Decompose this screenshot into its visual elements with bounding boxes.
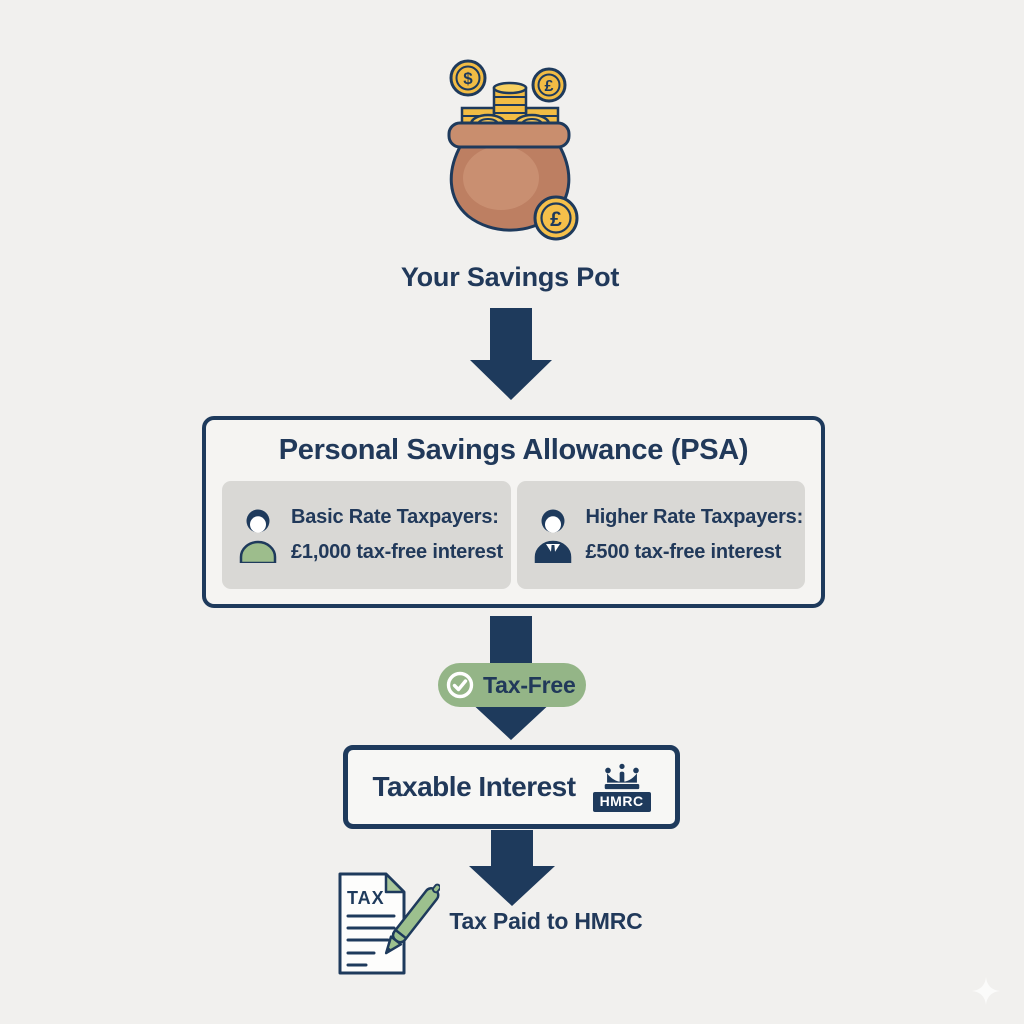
psa-box: Personal Savings Allowance (PSA) Basic R… bbox=[202, 416, 825, 608]
svg-text:£: £ bbox=[550, 208, 562, 231]
pound-coin-bottom-icon: £ bbox=[533, 195, 579, 241]
higher-rate-taxpayer-icon bbox=[534, 509, 571, 563]
check-circle-icon bbox=[446, 671, 474, 699]
basic-rate-taxpayer-icon bbox=[239, 509, 277, 563]
higher-rate-line1: Higher Rate Taxpayers: bbox=[585, 506, 804, 528]
higher-rate-line2: £500 tax-free interest bbox=[585, 541, 782, 563]
psa-title: Personal Savings Allowance (PSA) bbox=[278, 434, 749, 466]
hmrc-logo: HMRC bbox=[592, 763, 651, 812]
hmrc-label: HMRC bbox=[592, 791, 651, 812]
hmrc-crown-icon bbox=[604, 763, 639, 789]
pound-coin-top-icon: £ bbox=[531, 67, 567, 103]
arrow-down-3-icon bbox=[469, 830, 555, 906]
taxable-interest-box: Taxable Interest HMRC bbox=[343, 745, 680, 829]
higher-rate-card: Higher Rate Taxpayers: £500 tax-free int… bbox=[516, 481, 805, 589]
tax-free-badge: Tax-Free bbox=[438, 663, 586, 707]
basic-rate-line2: £1,000 tax-free interest bbox=[291, 541, 503, 563]
svg-text:$: $ bbox=[463, 69, 473, 88]
tax-document-pen-icon: TAX bbox=[338, 872, 440, 975]
dollar-coin-icon: $ bbox=[449, 59, 487, 97]
arrow-down-1-icon bbox=[470, 308, 552, 400]
taxable-interest-title: Taxable Interest bbox=[372, 771, 576, 802]
tax-document-label: TAX bbox=[347, 888, 385, 908]
basic-rate-text: Basic Rate Taxpayers: £1,000 tax-free in… bbox=[291, 500, 503, 570]
savings-pot-icon: $ £ £ bbox=[447, 59, 579, 241]
tax-free-label: Tax-Free bbox=[483, 671, 576, 698]
document-lines bbox=[346, 914, 396, 967]
basic-rate-card: Basic Rate Taxpayers: £1,000 tax-free in… bbox=[222, 481, 511, 589]
tax-paid-label: Tax Paid to HMRC bbox=[449, 908, 643, 934]
svg-text:£: £ bbox=[545, 78, 554, 95]
savings-pot-label: Your Savings Pot bbox=[400, 262, 620, 292]
psa-cards-row: Basic Rate Taxpayers: £1,000 tax-free in… bbox=[222, 481, 805, 589]
higher-rate-text: Higher Rate Taxpayers: £500 tax-free int… bbox=[586, 500, 804, 570]
basic-rate-line1: Basic Rate Taxpayers: bbox=[291, 506, 499, 528]
sparkle-icon bbox=[972, 977, 1000, 1005]
pen bbox=[384, 883, 440, 955]
